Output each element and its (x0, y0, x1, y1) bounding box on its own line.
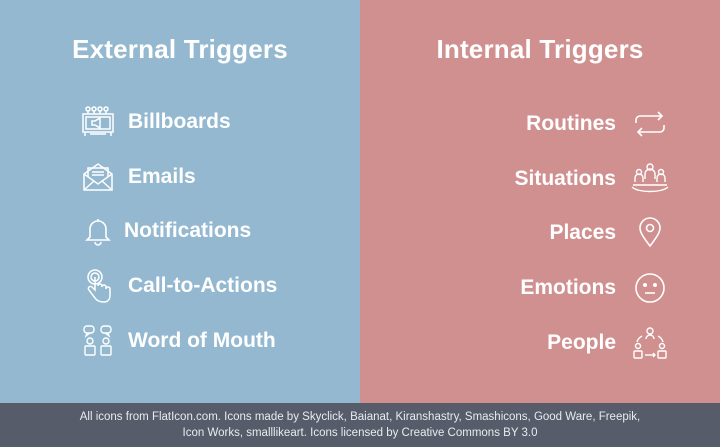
external-item-notifications: Notifications (78, 213, 251, 249)
repeat-arrows-icon (630, 106, 670, 142)
internal-item-people: People (547, 325, 667, 361)
internal-triggers-title: Internal Triggers (436, 34, 644, 64)
internal-item-label: Places (549, 221, 616, 244)
external-triggers-title: External Triggers (72, 34, 288, 64)
external-triggers-panel: External Triggers Billboards (0, 0, 360, 403)
external-item-billboards: Billboards (78, 104, 231, 140)
internal-triggers-panel: Internal Triggers Routines Situations (360, 0, 720, 403)
internal-item-routines: Routines (526, 106, 665, 142)
internal-item-label: People (547, 331, 616, 354)
external-item-label: Word of Mouth (128, 329, 276, 352)
credits-footer: All icons from FlatIcon.com. Icons made … (0, 403, 720, 447)
neutral-face-icon (630, 270, 670, 306)
external-item-word-of-mouth: Word of Mouth (78, 323, 276, 359)
bell-icon (78, 213, 118, 249)
internal-item-emotions: Emotions (520, 270, 665, 306)
external-item-label: Emails (128, 165, 196, 188)
billboard-icon (78, 104, 118, 140)
external-item-label: Call-to-Actions (128, 274, 278, 297)
internal-item-label: Routines (526, 112, 616, 135)
internal-item-situations: Situations (514, 161, 669, 197)
network-people-icon (630, 325, 670, 361)
internal-item-places: Places (549, 215, 661, 251)
email-icon (78, 159, 118, 195)
external-item-emails: Emails (78, 159, 196, 195)
external-item-label: Notifications (124, 219, 252, 242)
external-item-label: Billboards (128, 110, 231, 133)
tap-hand-icon (78, 268, 118, 304)
credits-line-1: All icons from FlatIcon.com. Icons made … (79, 411, 641, 423)
map-pin-icon (630, 215, 670, 251)
credits-line-2: Icon Works, smalllikeart. Icons licensed… (182, 427, 538, 439)
external-item-call-to-actions: Call-to-Actions (78, 268, 277, 304)
chat-people-icon (78, 323, 118, 359)
internal-item-label: Emotions (520, 276, 616, 299)
group-icon (630, 161, 670, 197)
internal-item-label: Situations (514, 167, 616, 190)
